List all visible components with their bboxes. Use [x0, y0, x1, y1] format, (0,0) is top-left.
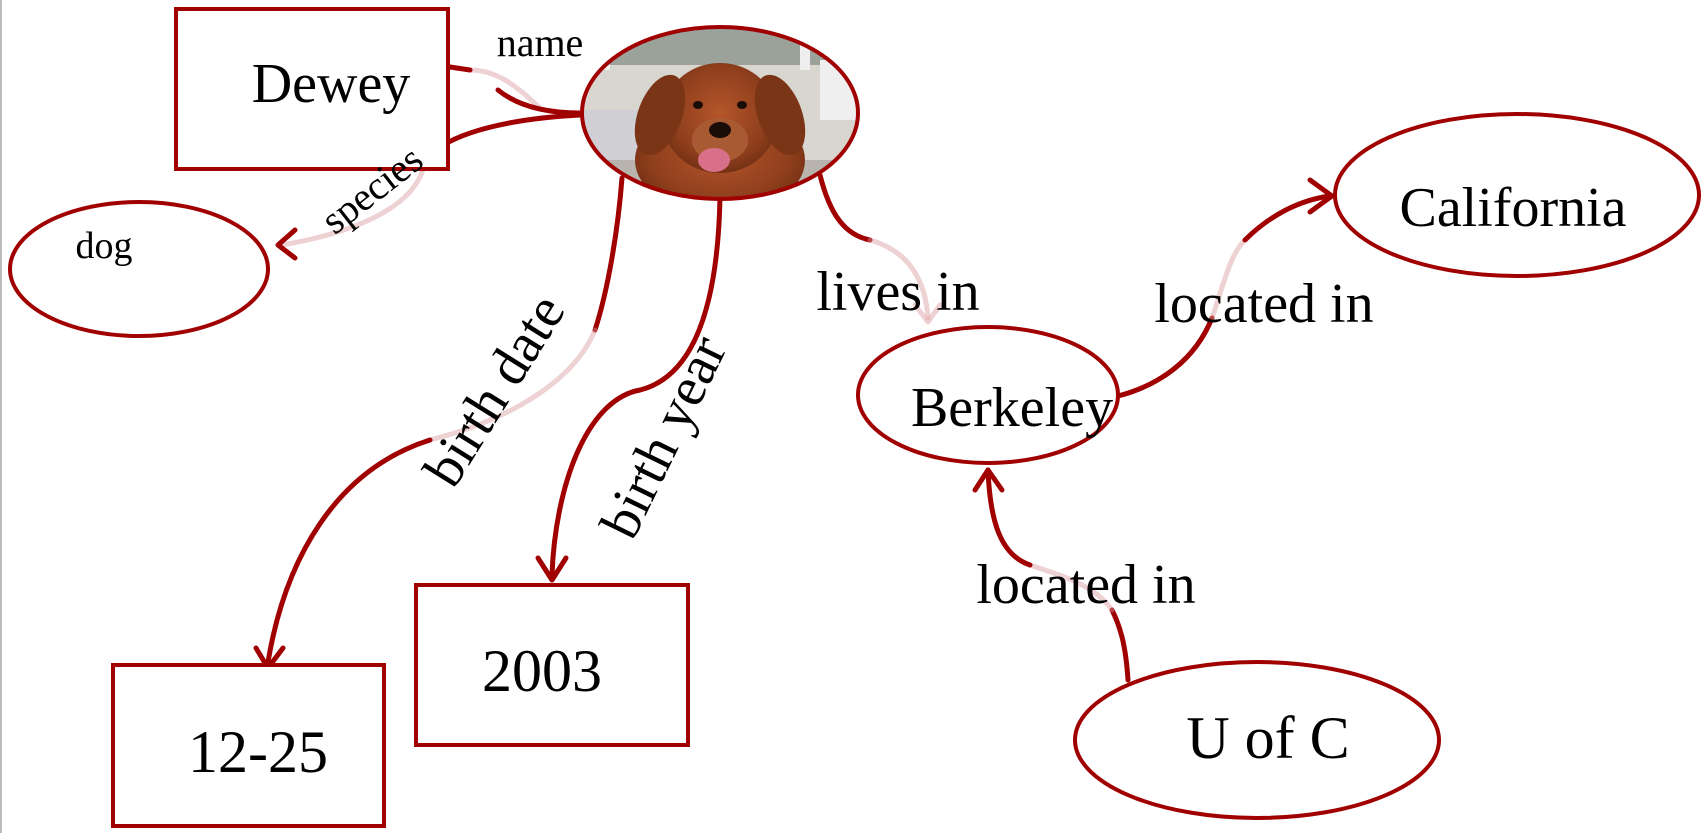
- edge-label-lives-in: lives in: [816, 261, 979, 323]
- node-label: 2003: [482, 638, 602, 704]
- node-label: U of C: [1186, 705, 1349, 771]
- edge-label-birth-date: birth date: [412, 284, 577, 498]
- arrowhead: [535, 555, 569, 583]
- node-label: 12-25: [188, 719, 328, 785]
- edge-label-name: name: [497, 20, 584, 65]
- node-label: Berkeley: [911, 377, 1113, 439]
- arrowhead: [972, 467, 1005, 493]
- edge-birth-date: [253, 175, 625, 671]
- edge-located-in-city: [972, 467, 1131, 683]
- node-dewey: Dewey: [174, 7, 450, 171]
- node-u-of-c: U of C: [1073, 660, 1441, 820]
- edge-label-located-in-city: located in: [976, 554, 1195, 616]
- arrowhead: [912, 302, 943, 325]
- node-california: California: [1333, 112, 1701, 278]
- arrowhead: [1307, 177, 1335, 215]
- node-label: California: [1399, 177, 1626, 239]
- node-label: dog: [76, 225, 133, 267]
- node-berkeley: Berkeley: [856, 325, 1120, 465]
- edge-label-birth-year: birth year: [589, 326, 740, 548]
- node-dog: dog: [8, 200, 270, 338]
- node-birth-date-value: 12-25: [111, 663, 386, 828]
- node-birth-year-value: 2003: [414, 583, 690, 747]
- edge-label-located-in-state: located in: [1154, 273, 1373, 335]
- edge-located-in-state: [1115, 177, 1335, 399]
- edge-birth-year: [535, 195, 723, 583]
- arrowhead: [275, 227, 298, 261]
- edge-lives-in: [817, 172, 943, 325]
- node-label: Dewey: [252, 53, 411, 115]
